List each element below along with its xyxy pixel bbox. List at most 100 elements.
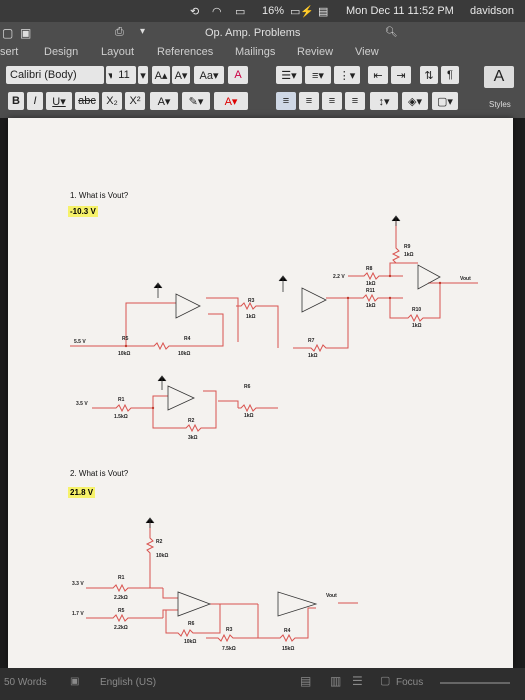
italic-icon[interactable]: I: [27, 92, 43, 110]
underline-icon[interactable]: U▾: [46, 92, 72, 110]
font-size-select[interactable]: 11: [112, 66, 136, 84]
c2-r2: R2: [156, 539, 163, 545]
focus-label[interactable]: Focus: [396, 677, 424, 688]
proofing-icon[interactable]: ▣: [70, 676, 80, 687]
menubar: ⟲ ◠ ▭ 16% ▭⚡ ▤ Mon Dec 11 11:52 PM david…: [0, 0, 525, 22]
styles-label[interactable]: Styles: [489, 100, 511, 109]
tab-design[interactable]: Design: [44, 46, 79, 58]
screen-icon[interactable]: ▭: [235, 6, 246, 18]
search-icon[interactable]: 🔍︎: [385, 27, 398, 38]
circuit-1-nodes: [124, 274, 442, 410]
tab-mailings[interactable]: Mailings: [235, 46, 276, 58]
c1-r6-value: 1kΩ: [244, 413, 254, 419]
tab-view[interactable]: View: [355, 46, 379, 58]
c1-r6: R6: [244, 384, 251, 390]
font-name-dropdown-icon[interactable]: ▾: [106, 66, 116, 84]
c1-r11: R11: [366, 288, 375, 294]
c1-r3: R3: [248, 298, 255, 304]
strikethrough-icon[interactable]: abc: [75, 92, 99, 110]
bullets-icon[interactable]: ☰▾: [276, 66, 302, 84]
c2-r5-value: 2.2kΩ: [114, 625, 128, 631]
shading-icon[interactable]: ◈▾: [402, 92, 428, 110]
styles-icon[interactable]: A: [484, 66, 514, 88]
wifi-icon[interactable]: ◠: [212, 6, 222, 18]
multilevel-icon[interactable]: ⋮▾: [334, 66, 360, 84]
c1-r1: R1: [118, 397, 125, 403]
customize-icon[interactable]: ▾: [140, 26, 146, 37]
battery-percent: 16%: [262, 5, 285, 17]
focus-icon[interactable]: ▢: [380, 675, 391, 687]
zoom-slider[interactable]: [440, 682, 510, 684]
document-page[interactable]: 1. What is Vout? -10.3 V 2. What is Vout…: [8, 118, 513, 668]
change-case-icon[interactable]: Aa▾: [194, 66, 224, 84]
sort-icon[interactable]: ⇅: [420, 66, 438, 84]
c2-r4: R4: [284, 628, 291, 634]
circuit-2-supplies: [145, 517, 155, 528]
print-icon[interactable]: ⎙: [115, 26, 124, 38]
outline-icon[interactable]: ☰: [352, 674, 363, 688]
c1-r9: R9: [404, 244, 411, 250]
circuit-1-supplies: [153, 215, 401, 390]
c1-v1-label: 5.5 V: [74, 339, 86, 345]
print-layout-icon[interactable]: ▤: [300, 674, 312, 688]
tab-review[interactable]: Review: [297, 46, 334, 58]
c1-r4-value: 10kΩ: [178, 351, 190, 357]
decrease-indent-icon[interactable]: ⇤: [368, 66, 388, 84]
c2-r5: R5: [118, 608, 125, 614]
status-bar: 50 Words ▣ English (US) ▤ ▥ ☰ ▢ Focus: [0, 668, 525, 700]
datetime[interactable]: Mon Dec 11 11:52 PM: [346, 5, 454, 17]
battery-icon[interactable]: ▭⚡: [290, 6, 315, 18]
c1-r7-value: 1kΩ: [308, 353, 318, 359]
shrink-font-icon[interactable]: A▾: [172, 66, 190, 84]
web-layout-icon[interactable]: ▥: [330, 674, 342, 688]
numbering-icon[interactable]: ≡▾: [305, 66, 331, 84]
c1-r5-value: 10kΩ: [118, 351, 130, 357]
document-title: Op. Amp. Problems: [205, 27, 301, 39]
line-spacing-icon[interactable]: ↕▾: [370, 92, 398, 110]
font-name-select[interactable]: Calibri (Body): [6, 66, 104, 84]
text-effects-icon[interactable]: A▾: [150, 92, 178, 110]
circuit-1-wires: [70, 218, 478, 433]
circuit-1-opamps: [167, 264, 441, 411]
c1-v2-label: 3.5 V: [76, 401, 88, 407]
word-count[interactable]: 50 Words: [4, 677, 47, 688]
c1-r7: R7: [308, 338, 315, 344]
justify-icon[interactable]: ≡: [345, 92, 365, 110]
tab-references[interactable]: References: [157, 46, 214, 58]
c2-r4-value: 15kΩ: [282, 646, 294, 652]
save-icon[interactable]: ▣: [20, 26, 32, 40]
time-machine-icon[interactable]: ⟲: [190, 6, 200, 18]
c1-r2: R2: [188, 418, 195, 424]
menu-icon[interactable]: ▤: [318, 6, 329, 18]
font-color-icon[interactable]: A▾: [214, 92, 248, 110]
align-left-icon[interactable]: ≡: [276, 92, 296, 110]
grow-font-icon[interactable]: A▴: [152, 66, 170, 84]
c1-r3-value: 1kΩ: [246, 314, 256, 320]
tab-layout[interactable]: Layout: [101, 46, 135, 58]
borders-icon[interactable]: ▢▾: [432, 92, 458, 110]
pilcrow-icon[interactable]: ¶: [441, 66, 459, 84]
bold-icon[interactable]: B: [8, 92, 24, 110]
font-size-dropdown-icon[interactable]: ▾: [138, 66, 148, 84]
clear-format-icon[interactable]: A: [228, 66, 248, 84]
align-center-icon[interactable]: ≡: [299, 92, 319, 110]
superscript-icon[interactable]: X²: [125, 92, 145, 110]
circuit-2-wires: [86, 523, 358, 643]
c2-r2-value: 10kΩ: [156, 553, 168, 559]
sidebar-icon[interactable]: ▢: [2, 26, 14, 40]
circuit-diagrams: 5.5 V 3.5 V 2.2 V Vout R1 1.5kΩ R2 3kΩ R…: [70, 215, 478, 652]
answer-2: 21.8 V: [68, 487, 96, 498]
c1-r4: R4: [184, 336, 191, 342]
align-right-icon[interactable]: ≡: [322, 92, 342, 110]
subscript-icon[interactable]: X₂: [102, 92, 122, 110]
c2-r6-value: 10kΩ: [184, 639, 196, 645]
user-name[interactable]: davidson: [470, 5, 515, 17]
language[interactable]: English (US): [100, 677, 157, 688]
question-1-text: 1. What is Vout?: [70, 191, 129, 200]
highlight-icon[interactable]: ✎▾: [182, 92, 210, 110]
c2-r6: R6: [188, 621, 195, 627]
increase-indent-icon[interactable]: ⇥: [391, 66, 411, 84]
tab-insert[interactable]: sert: [0, 46, 19, 58]
c1-r10: R10: [412, 307, 421, 313]
circuit-2-opamps: [177, 591, 318, 617]
